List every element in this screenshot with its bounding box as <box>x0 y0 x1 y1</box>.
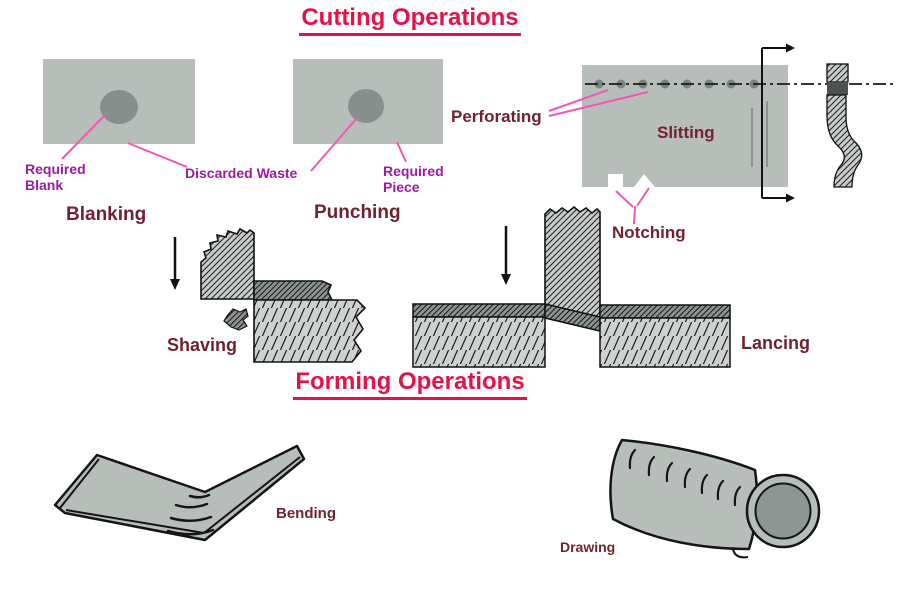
cutting-operations-title-text: Cutting Operations <box>299 4 521 36</box>
punching-label: Punching <box>314 202 401 223</box>
slitting-diagram <box>548 43 893 225</box>
leader-line-waste-left <box>127 142 188 168</box>
shaving-diagram <box>170 227 367 363</box>
slit-strip-section-view <box>826 63 863 188</box>
required-blank-callout: Required Blank <box>25 161 86 194</box>
leader-line-required-blank <box>61 115 105 160</box>
bending-diagram <box>53 444 306 542</box>
cutting-operations-title: Cutting Operations <box>250 4 570 36</box>
drawing-cup-lip <box>732 548 749 559</box>
lancing-diagram <box>412 205 731 368</box>
notching-label: Notching <box>612 223 686 242</box>
bending-edge-lines <box>59 456 301 534</box>
leader-line-waste-right <box>310 117 358 172</box>
drawing-diagram <box>609 438 821 559</box>
shaving-punch <box>200 227 255 300</box>
bending-sheet <box>53 444 306 542</box>
lancing-label: Lancing <box>741 333 811 353</box>
down-arrow-icon <box>501 226 511 285</box>
slitting-label: Slitting <box>657 123 715 142</box>
drawing-cup-opening <box>754 482 812 540</box>
lancing-sheet-left-top <box>412 303 546 318</box>
punching-diagram <box>293 59 443 172</box>
shaving-label: Shaving <box>167 335 238 355</box>
section-arrow-bottom-icon <box>786 193 795 203</box>
blanking-diagram <box>43 59 195 168</box>
lancing-die-right <box>599 317 731 368</box>
discarded-waste-callout: Discarded Waste <box>185 165 298 181</box>
forming-operations-title-text: Forming Operations <box>293 368 527 400</box>
bending-bend-marks <box>166 493 215 536</box>
blanking-slug <box>100 90 138 124</box>
punching-slug <box>348 89 384 123</box>
forming-operations-title: Forming Operations <box>250 368 570 400</box>
drawing-cup-body <box>609 438 759 551</box>
blanking-label: Blanking <box>66 204 147 225</box>
drawing-draw-marks <box>628 448 742 507</box>
required-piece-callout: Required Piece <box>383 163 444 196</box>
leader-line-required-piece <box>396 141 407 163</box>
down-arrow-icon <box>170 237 180 290</box>
section-line <box>761 43 795 203</box>
section-arrow-top-icon <box>786 43 795 53</box>
lancing-punch <box>544 205 601 320</box>
leader-lines-perforating <box>548 89 649 117</box>
slit-strip-dark-band <box>827 82 848 95</box>
perforating-label: Perforating <box>451 107 542 126</box>
bending-label: Bending <box>276 505 336 522</box>
lancing-die-left <box>412 316 546 368</box>
drawing-label: Drawing <box>560 539 616 555</box>
shaving-chip <box>223 308 249 331</box>
shaving-die-block <box>253 299 367 363</box>
perforation-holes <box>594 79 759 89</box>
shaving-sheet-strip <box>253 280 334 301</box>
leader-lines-notching <box>615 187 650 225</box>
slit-lines <box>751 101 768 167</box>
lancing-sheet-right-top <box>599 304 731 319</box>
